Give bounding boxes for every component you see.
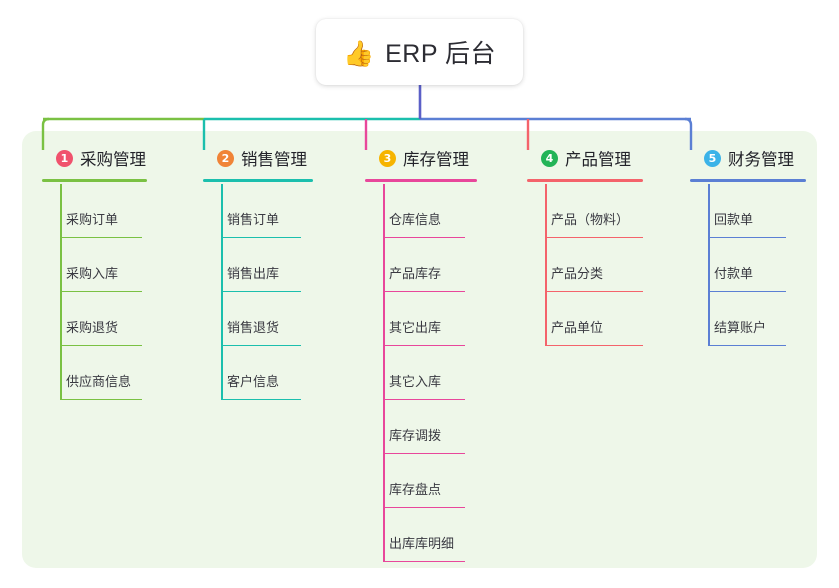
leaf-item-label: 回款单 bbox=[714, 212, 754, 227]
branch-spine-5 bbox=[708, 184, 710, 346]
branch-title-1: 采购管理 bbox=[80, 151, 146, 169]
branch-badge-3: 3 bbox=[379, 149, 396, 167]
leaf-item-underline bbox=[221, 398, 301, 400]
leaf-item-label: 仓库信息 bbox=[389, 212, 442, 227]
leaf-item-label: 结算账户 bbox=[714, 320, 767, 335]
leaf-item-underline bbox=[708, 344, 786, 346]
branch-underline-5 bbox=[690, 179, 806, 182]
root-title: ERP 后台 bbox=[385, 40, 497, 68]
branch-4: 4 产品管理产品（物料） 产品分类产品单位 bbox=[527, 146, 643, 346]
leaf-item-underline bbox=[60, 236, 142, 238]
leaf-item-underline bbox=[383, 290, 465, 292]
branch-underline-2 bbox=[203, 179, 313, 182]
leaf-item-underline bbox=[60, 290, 142, 292]
leaf-item-underline bbox=[221, 236, 301, 238]
branch-underline-1 bbox=[42, 179, 147, 182]
branch-header-1[interactable]: 1 采购管理 bbox=[42, 146, 147, 182]
thumbs-up-icon: 👍 bbox=[342, 38, 375, 68]
leaf-item-label: 其它出库 bbox=[389, 320, 442, 335]
leaf-item-underline bbox=[545, 290, 643, 292]
branch-title-2: 销售管理 bbox=[241, 151, 307, 169]
leaf-item-underline bbox=[708, 290, 786, 292]
leaf-item-label: 产品单位 bbox=[551, 320, 604, 335]
branch-spine-1 bbox=[60, 184, 62, 400]
leaf-item-underline bbox=[383, 344, 465, 346]
branch-underline-4 bbox=[527, 179, 643, 182]
leaf-item-underline bbox=[383, 398, 465, 400]
branch-header-5[interactable]: 5 财务管理 bbox=[690, 146, 806, 182]
leaf-item-label: 采购订单 bbox=[66, 212, 119, 227]
leaf-item-underline bbox=[545, 344, 643, 346]
leaf-item-label: 其它入库 bbox=[389, 374, 442, 389]
branch-spine-3 bbox=[383, 184, 385, 562]
branch-title-3: 库存管理 bbox=[403, 151, 469, 169]
leaf-item-label: 库存调拨 bbox=[389, 428, 442, 443]
leaf-item-label: 供应商信息 bbox=[66, 374, 132, 389]
leaf-item-label: 产品分类 bbox=[551, 266, 604, 281]
leaf-item-underline bbox=[708, 236, 786, 238]
branch-underline-3 bbox=[365, 179, 477, 182]
leaf-item-underline bbox=[383, 236, 465, 238]
branch-badge-4: 4 bbox=[541, 149, 558, 167]
root-node-content: 👍 ERP 后台 bbox=[343, 34, 496, 70]
branch-1: 1 采购管理采购订单采购入库采购退货供应商信息 bbox=[42, 146, 147, 400]
leaf-item-underline bbox=[60, 344, 142, 346]
leaf-item-label: 付款单 bbox=[714, 266, 754, 281]
branch-header-3[interactable]: 3 库存管理 bbox=[365, 146, 477, 182]
branch-title-4: 产品管理 bbox=[565, 151, 631, 169]
branch-title-5: 财务管理 bbox=[728, 151, 794, 169]
leaf-item-label: 销售出库 bbox=[227, 266, 280, 281]
leaf-item-underline bbox=[221, 344, 301, 346]
branch-badge-1: 1 bbox=[56, 149, 73, 167]
leaf-item-underline bbox=[545, 236, 643, 238]
leaf-item-label: 销售订单 bbox=[227, 212, 280, 227]
branch-badge-5: 5 bbox=[704, 149, 721, 167]
leaf-item-label: 采购退货 bbox=[66, 320, 119, 335]
leaf-item-label: 采购入库 bbox=[66, 266, 119, 281]
branch-spine-2 bbox=[221, 184, 223, 400]
branch-3: 3 库存管理仓库信息产品库存其它出库其它入库库存调拨库存盘点出库库明细 bbox=[365, 146, 477, 562]
leaf-item-label: 库存盘点 bbox=[389, 482, 442, 497]
leaf-item-label: 产品（物料） bbox=[551, 212, 630, 227]
leaf-item-label: 产品库存 bbox=[389, 266, 442, 281]
leaf-item-label: 客户信息 bbox=[227, 374, 280, 389]
branches-panel bbox=[22, 131, 817, 568]
leaf-item-label: 出库库明细 bbox=[389, 536, 455, 551]
leaf-item-underline bbox=[383, 560, 465, 562]
branch-2: 2 销售管理销售订单销售出库销售退货客户信息 bbox=[203, 146, 313, 400]
leaf-item-underline bbox=[221, 290, 301, 292]
leaf-item-underline bbox=[383, 506, 465, 508]
root-node[interactable]: 👍 ERP 后台 bbox=[316, 19, 523, 85]
branch-header-2[interactable]: 2 销售管理 bbox=[203, 146, 313, 182]
leaf-item-underline bbox=[383, 452, 465, 454]
branch-spine-4 bbox=[545, 184, 547, 346]
leaf-item-label: 销售退货 bbox=[227, 320, 280, 335]
leaf-item-underline bbox=[60, 398, 142, 400]
branch-badge-2: 2 bbox=[217, 149, 234, 167]
branch-header-4[interactable]: 4 产品管理 bbox=[527, 146, 643, 182]
branch-5: 5 财务管理回款单付款单结算账户 bbox=[690, 146, 806, 346]
